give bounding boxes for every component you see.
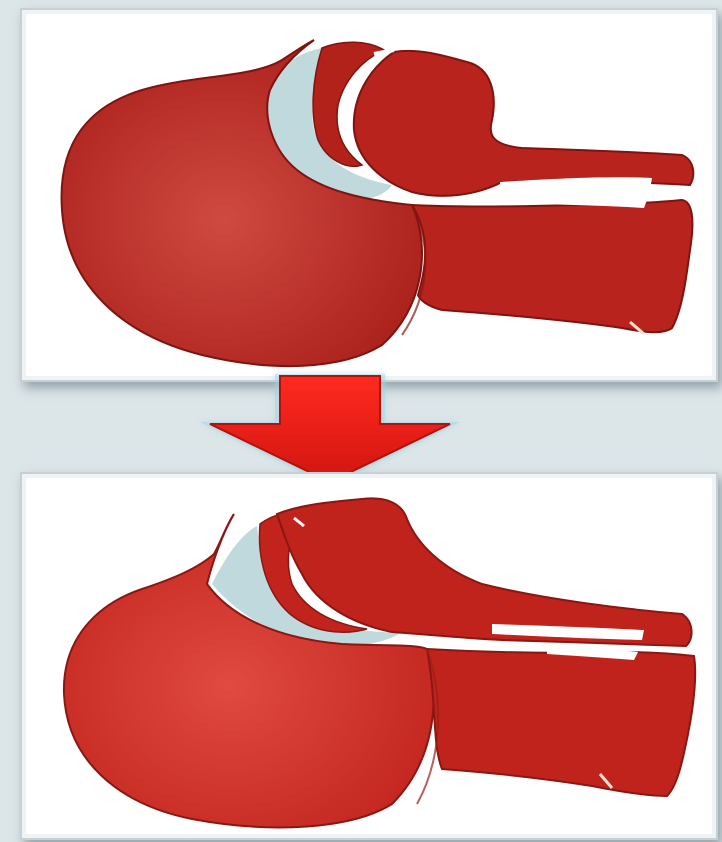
tongue-mandible-illustration-before <box>22 10 716 380</box>
panel-after <box>20 472 718 840</box>
panel-before <box>20 8 718 382</box>
maxilla-piece <box>354 51 693 196</box>
tongue-mandible-illustration-after <box>22 474 716 838</box>
mandible-arm <box>412 200 692 332</box>
mandible-arm <box>427 649 695 796</box>
